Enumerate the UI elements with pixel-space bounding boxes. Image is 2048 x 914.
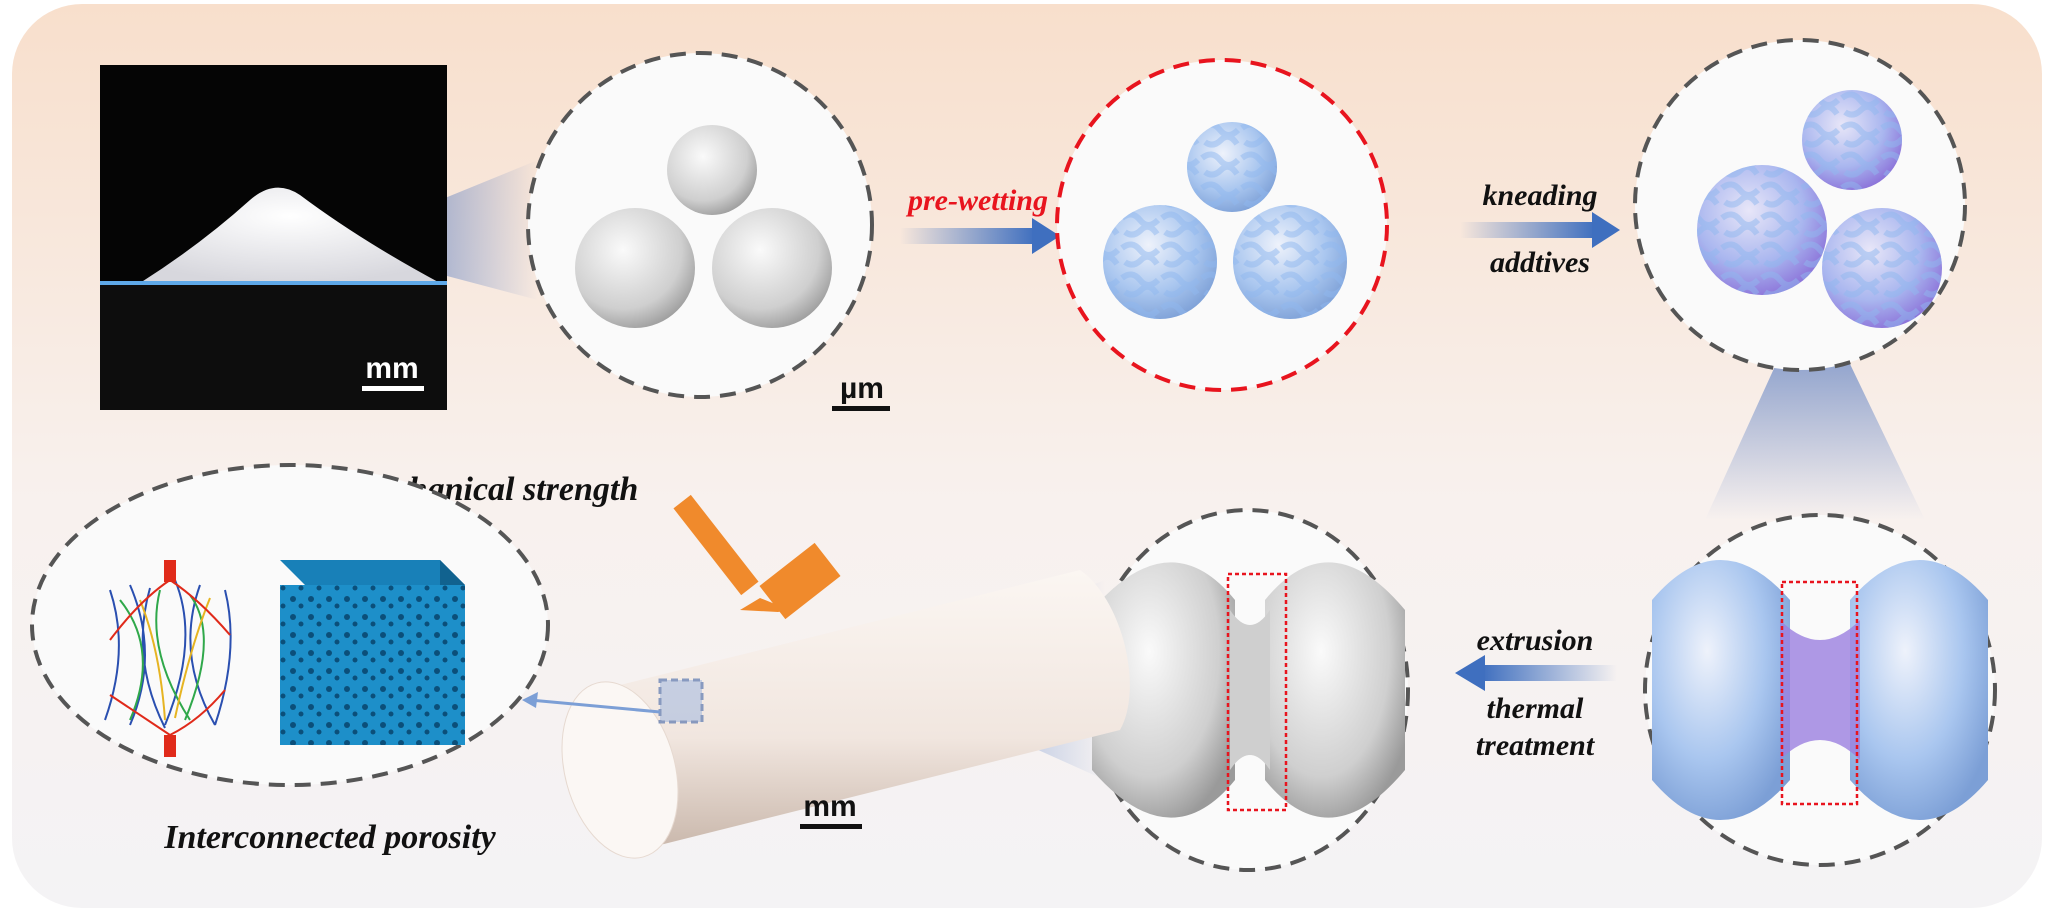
porosity-label: Interconnected porosity xyxy=(163,819,496,856)
extrudate-scale-label: mm xyxy=(803,790,856,823)
kneading-label: kneading xyxy=(1482,179,1597,212)
porous-cube xyxy=(280,560,465,745)
extrudate-scale-bar xyxy=(800,824,862,829)
additives-label: addtives xyxy=(1490,246,1590,279)
arrow-kneading: kneading addtives xyxy=(1460,179,1620,279)
hammer-icon xyxy=(673,494,841,620)
connector-arrowhead xyxy=(522,692,538,708)
thermal-label: thermal xyxy=(1487,692,1584,725)
photo-scale-label: mm xyxy=(365,352,418,385)
stage-prewetted-particles xyxy=(1055,58,1389,392)
porosity-connector xyxy=(529,698,661,714)
extrusion-label: extrusion xyxy=(1477,624,1594,657)
prewetting-label: pre-wetting xyxy=(905,184,1048,217)
porosity-inset xyxy=(30,463,550,787)
stage-sintered-neck xyxy=(1086,508,1410,872)
treatment-label: treatment xyxy=(1476,729,1596,762)
photo-scale-bar xyxy=(362,386,424,391)
sample-cube-icon xyxy=(658,678,704,724)
zoom-cone-binder xyxy=(1705,285,1925,520)
stage-dry-particles: µm xyxy=(526,51,890,411)
arrow-prewetting: pre-wetting xyxy=(900,184,1060,254)
arrow-extrusion: extrusion thermal treatment xyxy=(1455,624,1617,762)
micro-scale-bar xyxy=(832,406,890,411)
stage-binder-neck xyxy=(1643,513,1997,867)
flow-streamlines xyxy=(104,560,232,757)
micro-scale-label: µm xyxy=(840,372,884,405)
stage-binder-coated-particles xyxy=(1633,38,1967,372)
powder-photo: mm xyxy=(100,65,447,410)
